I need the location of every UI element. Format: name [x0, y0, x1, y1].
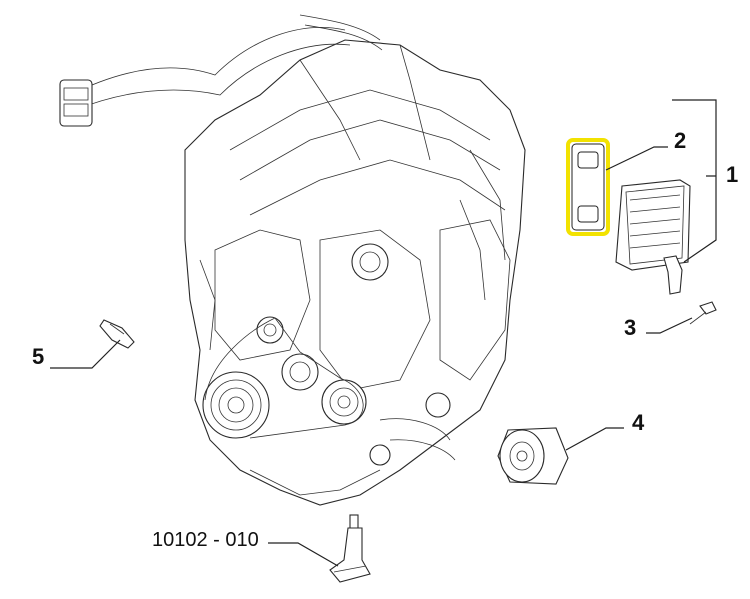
sensor[interactable]: [99, 319, 135, 349]
leader-2: [605, 146, 668, 171]
callout-4: 4: [632, 410, 645, 435]
leader-lines: [50, 99, 717, 567]
oil-filter[interactable]: [497, 427, 569, 485]
engine-block: [59, 14, 526, 506]
callout-ref: 10102 - 010: [152, 529, 259, 551]
oil-cooler[interactable]: [615, 179, 691, 295]
callout-2: 2: [674, 128, 686, 153]
leader-5: [50, 339, 121, 369]
callout-5: 5: [32, 344, 44, 369]
oil-level-sensor[interactable]: [329, 514, 371, 583]
bolt[interactable]: [689, 301, 717, 325]
callout-3: 3: [624, 315, 636, 340]
leader-3: [646, 317, 693, 334]
oil-cooler-gasket[interactable]: [566, 138, 610, 236]
leader-4: [565, 427, 624, 451]
leader-1: [672, 99, 717, 263]
callout-1: 1: [726, 162, 738, 187]
leader-ref: [268, 542, 339, 567]
